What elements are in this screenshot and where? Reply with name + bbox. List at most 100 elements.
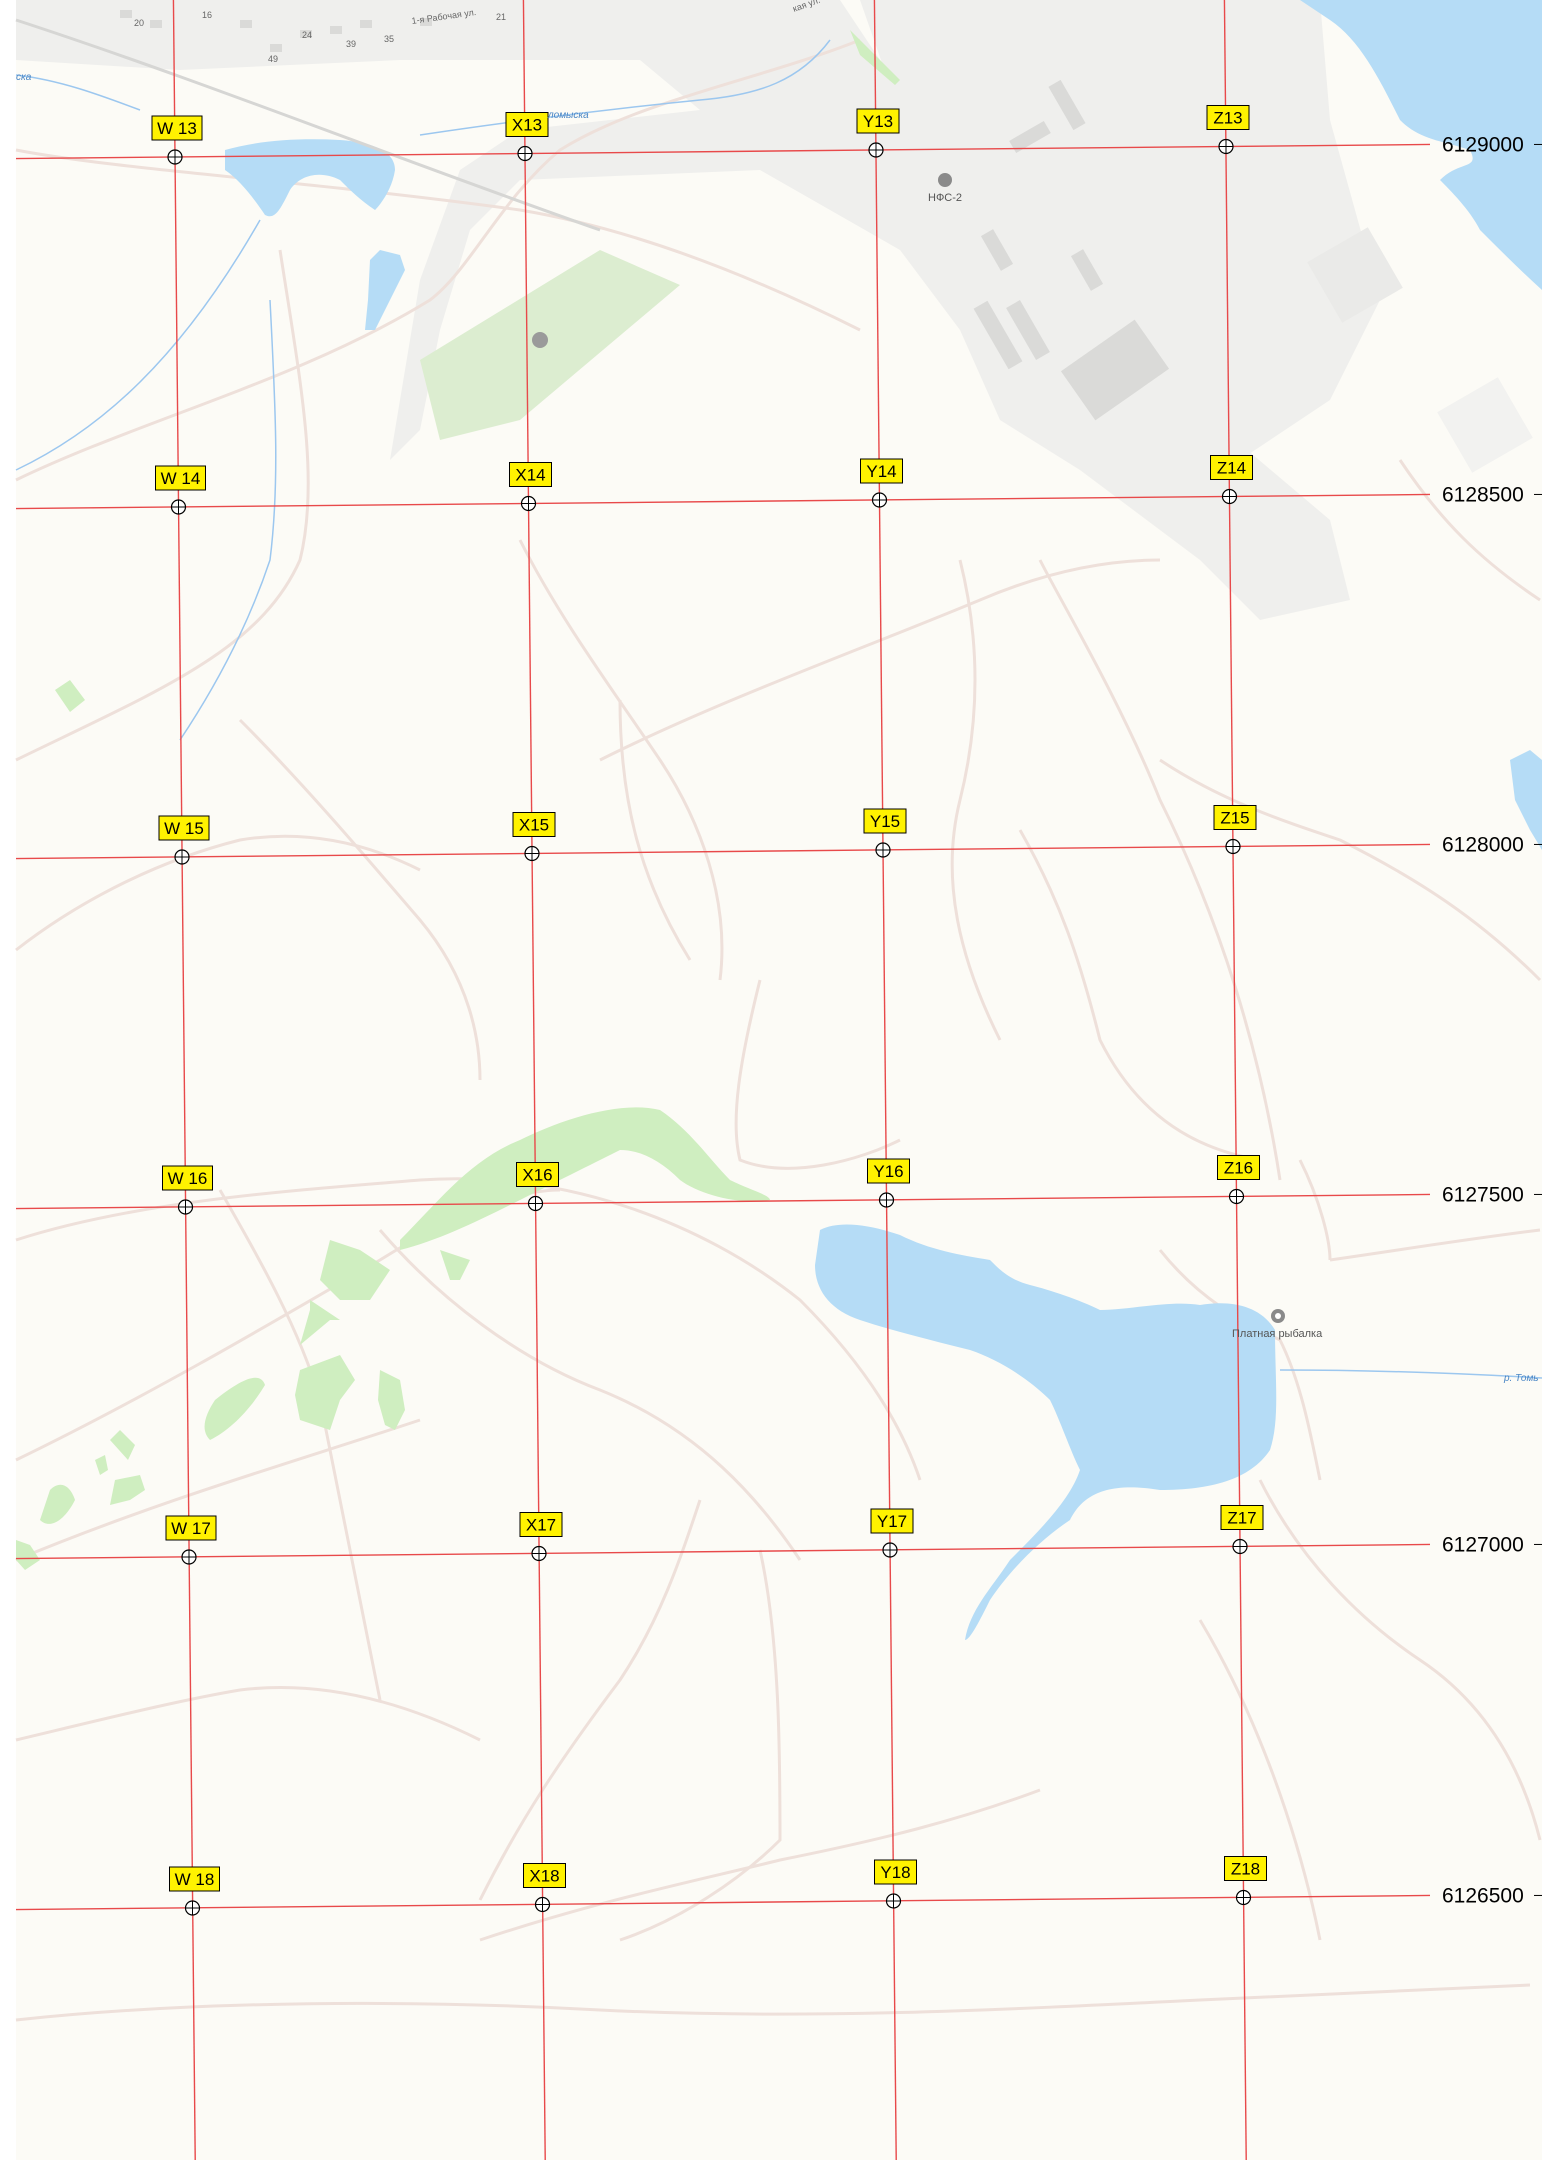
grid-line-Z	[1223, 0, 1247, 2161]
grid-line-row-16	[15, 1193, 1431, 1210]
cell-label-box	[158, 815, 210, 841]
grid-line-row-17	[15, 1543, 1431, 1560]
grid-line-row-14	[15, 493, 1431, 510]
poi-station[interactable]: НФС-2	[928, 173, 962, 204]
grid-cell-W17[interactable]: W 17	[165, 1515, 217, 1565]
grid-cell-Z14[interactable]: Z14	[1210, 455, 1253, 505]
grid-lines	[15, 0, 1431, 2161]
cell-label-box	[870, 1508, 914, 1534]
cell-label-text: Z14	[1217, 459, 1246, 478]
grid-cell-Y15[interactable]: Y15	[863, 808, 907, 858]
cell-label-box	[867, 1158, 910, 1184]
grid-cell-Z17[interactable]: Z17	[1220, 1505, 1264, 1555]
cell-label-text: Y15	[870, 812, 900, 831]
grid-cell-Y13[interactable]: Y13	[856, 108, 900, 158]
cell-label-box	[1210, 455, 1253, 480]
memorial-icon	[532, 332, 548, 348]
river-label-left: ска	[16, 72, 32, 83]
grid-cell-Z15[interactable]: Z15	[1213, 805, 1257, 855]
house-16: 16	[202, 10, 212, 20]
page-bottom-margin	[0, 2160, 1542, 2179]
cell-label-text: Z13	[1213, 109, 1242, 128]
fishing-icon-inner	[1275, 1313, 1281, 1319]
cell-label-box	[863, 808, 907, 834]
cell-label-box	[155, 465, 206, 491]
cell-label-box	[505, 112, 549, 137]
grid-cell-Y14[interactable]: Y14	[860, 458, 903, 508]
cell-label-text: Y18	[880, 1863, 910, 1882]
house-24: 24	[302, 30, 312, 40]
cell-label-text: Z18	[1231, 1860, 1260, 1879]
cell-label-text: X18	[529, 1867, 559, 1886]
grid-cell-W14[interactable]: W 14	[155, 465, 206, 515]
house-21: 21	[496, 12, 506, 22]
cell-label-box	[523, 1863, 566, 1888]
cell-label-text: Y13	[863, 112, 893, 131]
cell-label-box	[1224, 1856, 1267, 1881]
grid-cell-Z18[interactable]: Z18	[1224, 1856, 1267, 1906]
cell-label-text: Y16	[873, 1162, 903, 1181]
grid-cell-X13[interactable]: X13	[505, 112, 549, 162]
cell-label-box	[516, 1162, 559, 1187]
water-bodies	[225, 0, 1542, 1640]
house-49: 49	[268, 54, 278, 64]
river-label-right: р. Томь	[1503, 1373, 1539, 1384]
grid-cell-W16[interactable]: W 16	[162, 1165, 213, 1215]
grid-cell-X16[interactable]: X16	[516, 1162, 559, 1212]
industrial-buildings	[120, 10, 1533, 473]
station-icon	[938, 173, 952, 187]
grid-cell-X15[interactable]: X15	[512, 812, 556, 862]
cell-label-text: W 15	[164, 819, 204, 838]
coord-label-6129000: 6129000	[1442, 133, 1524, 156]
grid-cell-Y16[interactable]: Y16	[867, 1158, 910, 1208]
cell-label-box	[874, 1859, 917, 1885]
grid-cell-Y18[interactable]: Y18	[874, 1859, 917, 1909]
cell-label-box	[165, 1515, 217, 1541]
industrial-area	[16, 0, 1380, 620]
house-39: 39	[346, 39, 356, 49]
coord-label-6127500: 6127500	[1442, 1183, 1524, 1206]
cell-label-box	[860, 458, 903, 484]
poi-fishing[interactable]: Платная рыбалка	[1232, 1309, 1323, 1340]
grid-cell-Y17[interactable]: Y17	[870, 1508, 914, 1558]
cell-label-text: X16	[522, 1166, 552, 1185]
grid-line-X	[522, 0, 546, 2161]
poi-memorial[interactable]	[532, 332, 548, 348]
grid-cell-Z13[interactable]: Z13	[1206, 105, 1250, 155]
railway	[15, 18, 601, 232]
coord-label-6127000: 6127000	[1442, 1533, 1524, 1556]
fishing-label: Платная рыбалка	[1232, 1328, 1323, 1340]
cell-label-box	[151, 115, 203, 141]
cell-label-text: W 16	[168, 1169, 208, 1188]
grid-cell-X14[interactable]: X14	[509, 462, 552, 512]
cell-label-text: W 18	[175, 1870, 215, 1889]
grid-cell-X18[interactable]: X18	[523, 1863, 566, 1913]
cell-label-box	[512, 812, 556, 837]
station-label: НФС-2	[928, 192, 962, 204]
cell-label-text: X15	[519, 816, 549, 835]
grid-cell-Z16[interactable]: Z16	[1217, 1155, 1260, 1205]
house-35: 35	[384, 34, 394, 44]
grid-line-row-13	[15, 143, 1431, 160]
grid-cell-W15[interactable]: W 15	[158, 815, 210, 865]
grid-markers: W 13 X13 Y13 Z13 W 14 X14 Y14 Z14 W 15 X15 Y15 Z15W…	[151, 105, 1267, 1916]
cell-label-box	[509, 462, 552, 487]
cell-label-text: X14	[515, 466, 545, 485]
cell-label-text: W 14	[161, 469, 201, 488]
grid-line-W	[172, 0, 196, 2161]
cell-label-text: W 13	[157, 119, 197, 138]
grid-cell-W18[interactable]: W 18	[169, 1866, 220, 1916]
grid-cell-W13[interactable]: W 13	[151, 115, 203, 165]
coord-label-6128000: 6128000	[1442, 833, 1524, 856]
grid-cell-X17[interactable]: X17	[519, 1512, 563, 1562]
coord-labels: 6129000612850061280006127500612700061265…	[1442, 133, 1542, 1907]
grid-line-row-15	[15, 843, 1431, 860]
cell-label-box	[169, 1866, 220, 1892]
grid-line-Y	[873, 0, 897, 2161]
cell-label-box	[1206, 105, 1250, 130]
streams	[15, 39, 1542, 1379]
cell-label-text: Z16	[1224, 1159, 1253, 1178]
cell-label-text: W 17	[171, 1519, 211, 1538]
cell-label-text: Y17	[877, 1512, 907, 1531]
